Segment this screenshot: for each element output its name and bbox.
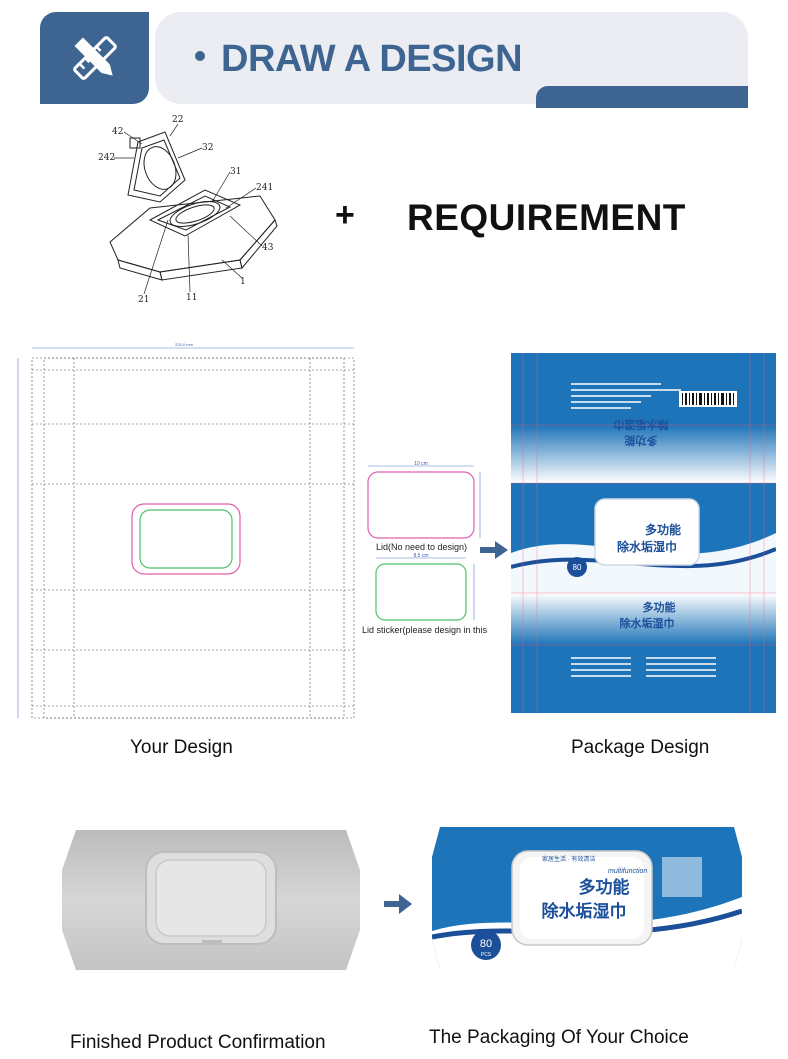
lid-design-area: 10 cm 8.5 cm Lid(No need to design) Lid … <box>362 458 502 638</box>
package-design-flat: 多功能 除水垢湿巾 80 多功能 除水垢湿巾 多功能 除水垢湿巾 <box>511 353 776 713</box>
lid-sticker-label: Lid sticker(please design in this <box>362 625 488 635</box>
patent-label: 241 <box>256 183 273 193</box>
package-count-unit: PCS <box>481 952 492 958</box>
requirement-heading: REQUIREMENT <box>407 197 686 238</box>
finished-product-caption: Finished Product Confirmation <box>70 1032 326 1053</box>
arrow-right-icon <box>384 894 412 914</box>
package-product-name: 多功能 <box>645 522 681 537</box>
patent-label: 22 <box>172 115 183 125</box>
patent-label: 32 <box>202 143 213 153</box>
package-product-name: 除水垢湿巾 <box>617 539 677 554</box>
header-icon-tile <box>40 12 149 104</box>
patent-label: 31 <box>230 167 241 177</box>
package-count: 80 <box>480 938 492 950</box>
dieline-template: 225.0 mm <box>17 342 355 719</box>
patent-label: 242 <box>98 153 115 163</box>
patent-drawing: 42 22 242 32 31 241 43 1 21 11 <box>98 115 278 305</box>
finished-product-image <box>62 830 360 970</box>
arrow-right-icon <box>480 541 508 559</box>
patent-label: 11 <box>186 293 197 303</box>
packaging-choice-caption: The Packaging Of Your Choice <box>429 1027 689 1048</box>
package-design-caption: Package Design <box>571 737 710 758</box>
svg-text:多功能: 多功能 <box>643 600 676 614</box>
packaging-choice-image: 家居生活 · 有效清洁 multifunction 多功能 除水垢湿巾 80 P… <box>432 827 742 969</box>
package-product-name: 除水垢湿巾 <box>542 901 627 921</box>
sticker-dimension: 8.5 cm <box>413 553 428 559</box>
dieline-dimension: 225.0 mm <box>175 342 193 347</box>
patent-label: 42 <box>112 127 123 137</box>
your-design-caption: Your Design <box>130 737 233 758</box>
package-product-name: 多功能 <box>579 877 630 897</box>
svg-text:除水垢湿巾: 除水垢湿巾 <box>620 616 675 630</box>
patent-label: 21 <box>138 295 149 305</box>
lid-dimension: 10 cm <box>414 461 428 467</box>
lid-label: Lid(No need to design) <box>376 542 468 552</box>
page-title: DRAW A DESIGN <box>195 38 523 81</box>
package-multifunction: multifunction <box>608 868 647 875</box>
package-count: 80 <box>573 563 582 572</box>
svg-text:多功能: 多功能 <box>625 434 658 448</box>
package-tagline: 家居生活 · 有效清洁 <box>542 855 595 863</box>
plus-sign: + <box>335 196 355 234</box>
patent-label: 1 <box>240 277 246 287</box>
pencil-ruler-icon <box>72 36 117 80</box>
header-banner-accent <box>536 86 748 108</box>
patent-label: 43 <box>262 243 274 253</box>
